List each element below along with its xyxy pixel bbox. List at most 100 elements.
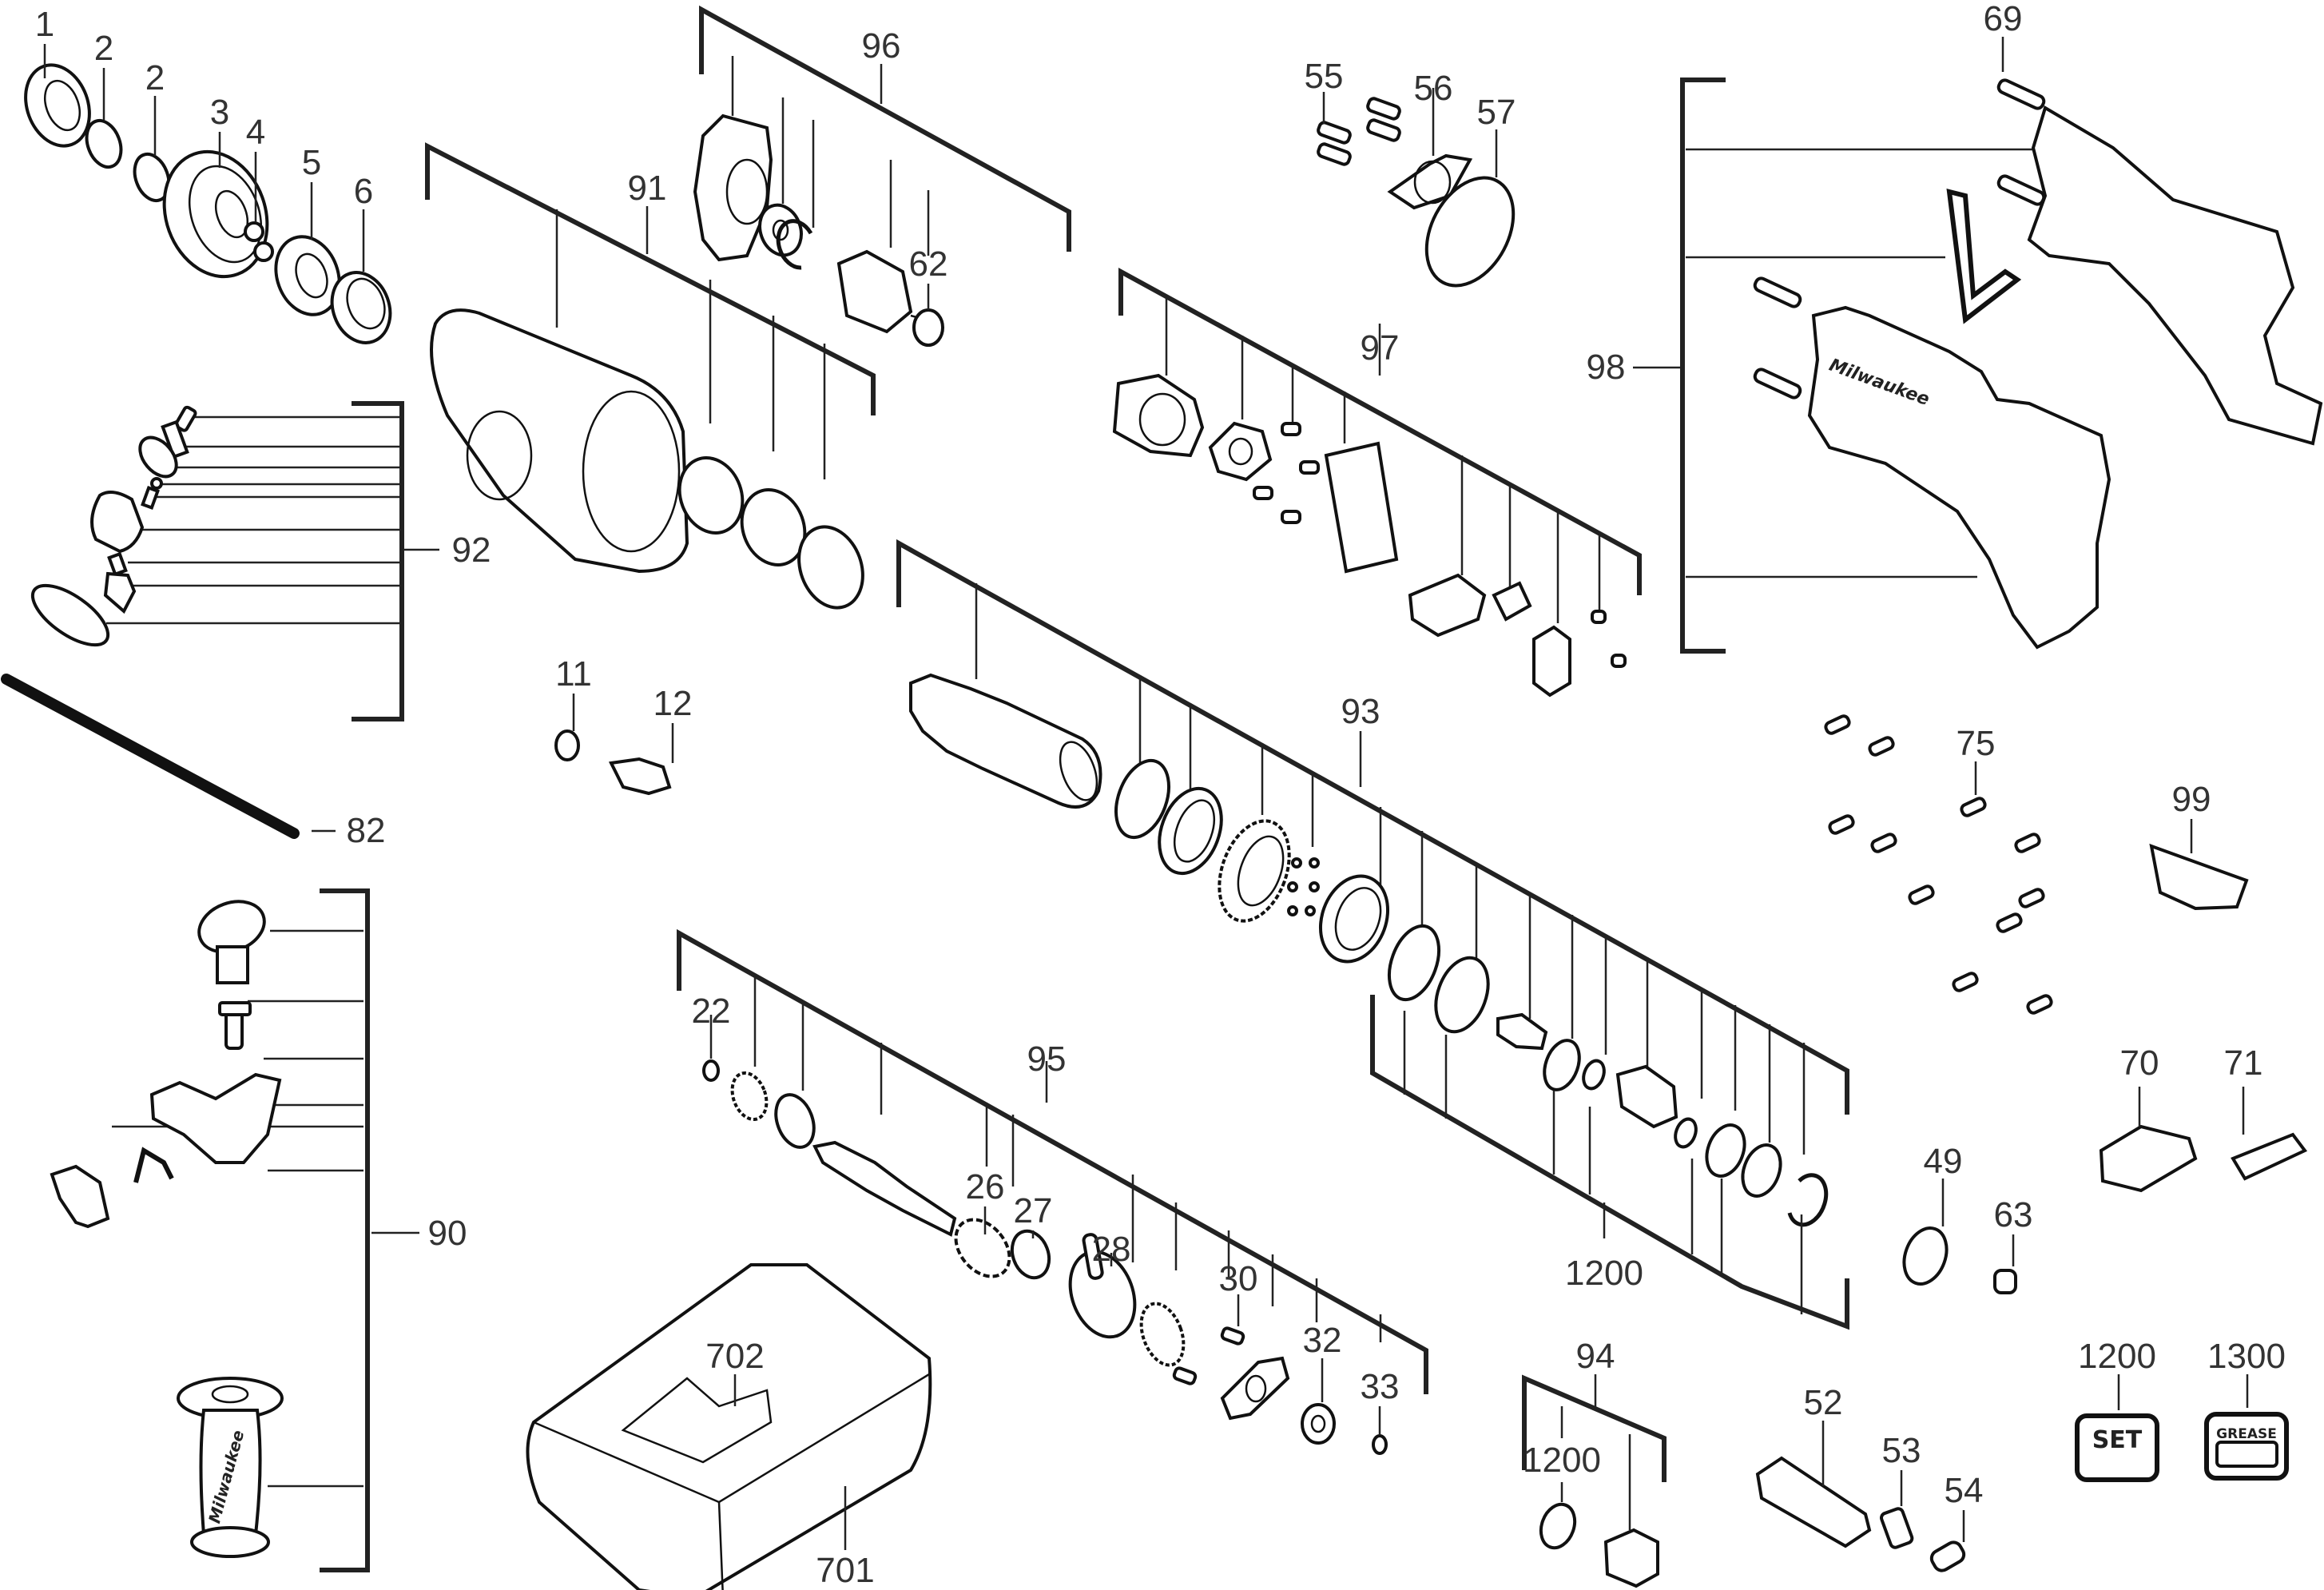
part-99-label: 99 (2149, 780, 2249, 911)
label-69: 69 (1984, 0, 2023, 38)
part-terminal-block (1532, 625, 1571, 698)
label-1: 1 (35, 5, 54, 44)
part-gear (1139, 1302, 1186, 1367)
part-motor-end-plate (693, 113, 773, 262)
part-ball (1291, 857, 1302, 869)
label-1200c: 1200 (2078, 1337, 2156, 1376)
label-94: 94 (1576, 1337, 1615, 1376)
part-spring (141, 486, 160, 510)
part-gear-housing (430, 308, 689, 574)
part-99-plate (2149, 843, 2249, 911)
label-92: 92 (452, 531, 491, 570)
part-2-ring (133, 152, 171, 203)
part-75-screw (1908, 884, 1935, 905)
part-69-screw (1996, 174, 2046, 206)
set-badge-text: SET (2092, 1426, 2143, 1454)
grease-tube-icon (2215, 1441, 2278, 1468)
label-93: 93 (1341, 692, 1380, 731)
part-702-insert (621, 1377, 773, 1464)
part-bushing (774, 1093, 816, 1149)
part-o-ring (1674, 1117, 1698, 1149)
part-pinion (730, 1071, 769, 1122)
label-62: 62 (909, 244, 948, 284)
part-32-bearing (1301, 1403, 1336, 1445)
part-screw (1281, 422, 1301, 436)
part-75-screw (1870, 833, 1897, 853)
part-75-screw (2018, 888, 2045, 908)
group-96-motor: 96 62 (693, 5, 1071, 347)
part-26-spring (954, 1218, 1011, 1278)
grease-badge: 1300 GREASE (2204, 1337, 2289, 1481)
part-69-screw (1753, 276, 1802, 308)
part-11-spring (554, 729, 580, 761)
label-32: 32 (1303, 1321, 1342, 1360)
label-26: 26 (966, 1167, 1005, 1206)
part-clamp-lever (50, 1164, 110, 1229)
part-piston (1603, 1528, 1659, 1588)
part-screw (1281, 510, 1301, 524)
part-armature (836, 249, 913, 334)
part-49-63: 49 63 (1902, 1142, 2032, 1294)
part-55-screw (1317, 142, 1352, 166)
part-selector-knob (90, 491, 145, 554)
label-22: 22 (692, 992, 731, 1031)
part-cam-ring (1318, 874, 1390, 964)
part-switch (1408, 573, 1487, 638)
part-o-ring (1705, 1123, 1746, 1178)
label-56: 56 (1414, 69, 1453, 108)
part-55-screw (1366, 97, 1401, 121)
label-53: 53 (1882, 1431, 1921, 1470)
part-ball (150, 477, 163, 490)
group-95-intermediate-shaft: 95 22 26 27 28 30 (677, 928, 1428, 1455)
part-retaining-ring (1387, 924, 1441, 1002)
part-30-screw (1172, 1366, 1198, 1385)
label-5: 5 (302, 143, 321, 182)
label-4: 4 (246, 113, 265, 152)
part-1-bearing (24, 63, 91, 148)
label-75: 75 (1957, 724, 1996, 763)
group-91-gear-housing: 91 (425, 142, 876, 610)
label-70: 70 (2120, 1043, 2159, 1083)
label-3: 3 (210, 93, 229, 132)
part-75-screw (2014, 833, 2041, 853)
label-2a: 2 (94, 29, 113, 68)
label-54: 54 (1945, 1471, 1984, 1510)
part-screw (1253, 486, 1273, 500)
part-12-bracket (608, 757, 672, 796)
part-gasket (1946, 189, 2022, 324)
part-63-bushing (1993, 1269, 2017, 1294)
part-70-battery-latch (2099, 1124, 2198, 1193)
part-57-o-ring (1424, 176, 1516, 288)
part-75-screws: 75 (1824, 714, 2053, 1015)
part-handle-collar (149, 1072, 282, 1164)
part-group-front-seals: 1 2 2 3 4 5 6 (24, 5, 392, 344)
part-69-screw (1753, 368, 1802, 399)
part-retaining-ring (776, 219, 813, 270)
part-switch-cover (1492, 581, 1532, 622)
part-screw (1299, 460, 1320, 475)
part-guide-sleeve (1615, 1064, 1678, 1129)
label-1300: 1300 (2207, 1337, 2286, 1376)
part-o-ring (1434, 956, 1490, 1034)
part-striker (1496, 1012, 1548, 1051)
label-55: 55 (1305, 57, 1344, 96)
part-75-screw (1996, 912, 2023, 933)
part-27-clutch (1010, 1229, 1051, 1280)
group-90-side-handle: 90 Milwaukee (50, 888, 467, 1572)
part-o-ring (138, 435, 178, 479)
label-95: 95 (1027, 1039, 1067, 1079)
part-ball (1305, 905, 1316, 916)
part-6-dust-cap (330, 271, 392, 344)
part-seal-ring (740, 488, 807, 566)
label-2b: 2 (145, 58, 165, 97)
part-ball (1287, 881, 1298, 892)
part-82-rack: 82 (1, 674, 385, 850)
part-55-screw (1366, 118, 1401, 142)
part-62-bearing (912, 308, 944, 347)
part-clip (161, 419, 189, 459)
part-52-54: 52 53 54 (1755, 1383, 1984, 1572)
part-54-pin (1929, 1540, 1966, 1572)
part-28-wobble-arm (1082, 1233, 1104, 1280)
part-52-cylinder (1755, 1456, 1872, 1548)
